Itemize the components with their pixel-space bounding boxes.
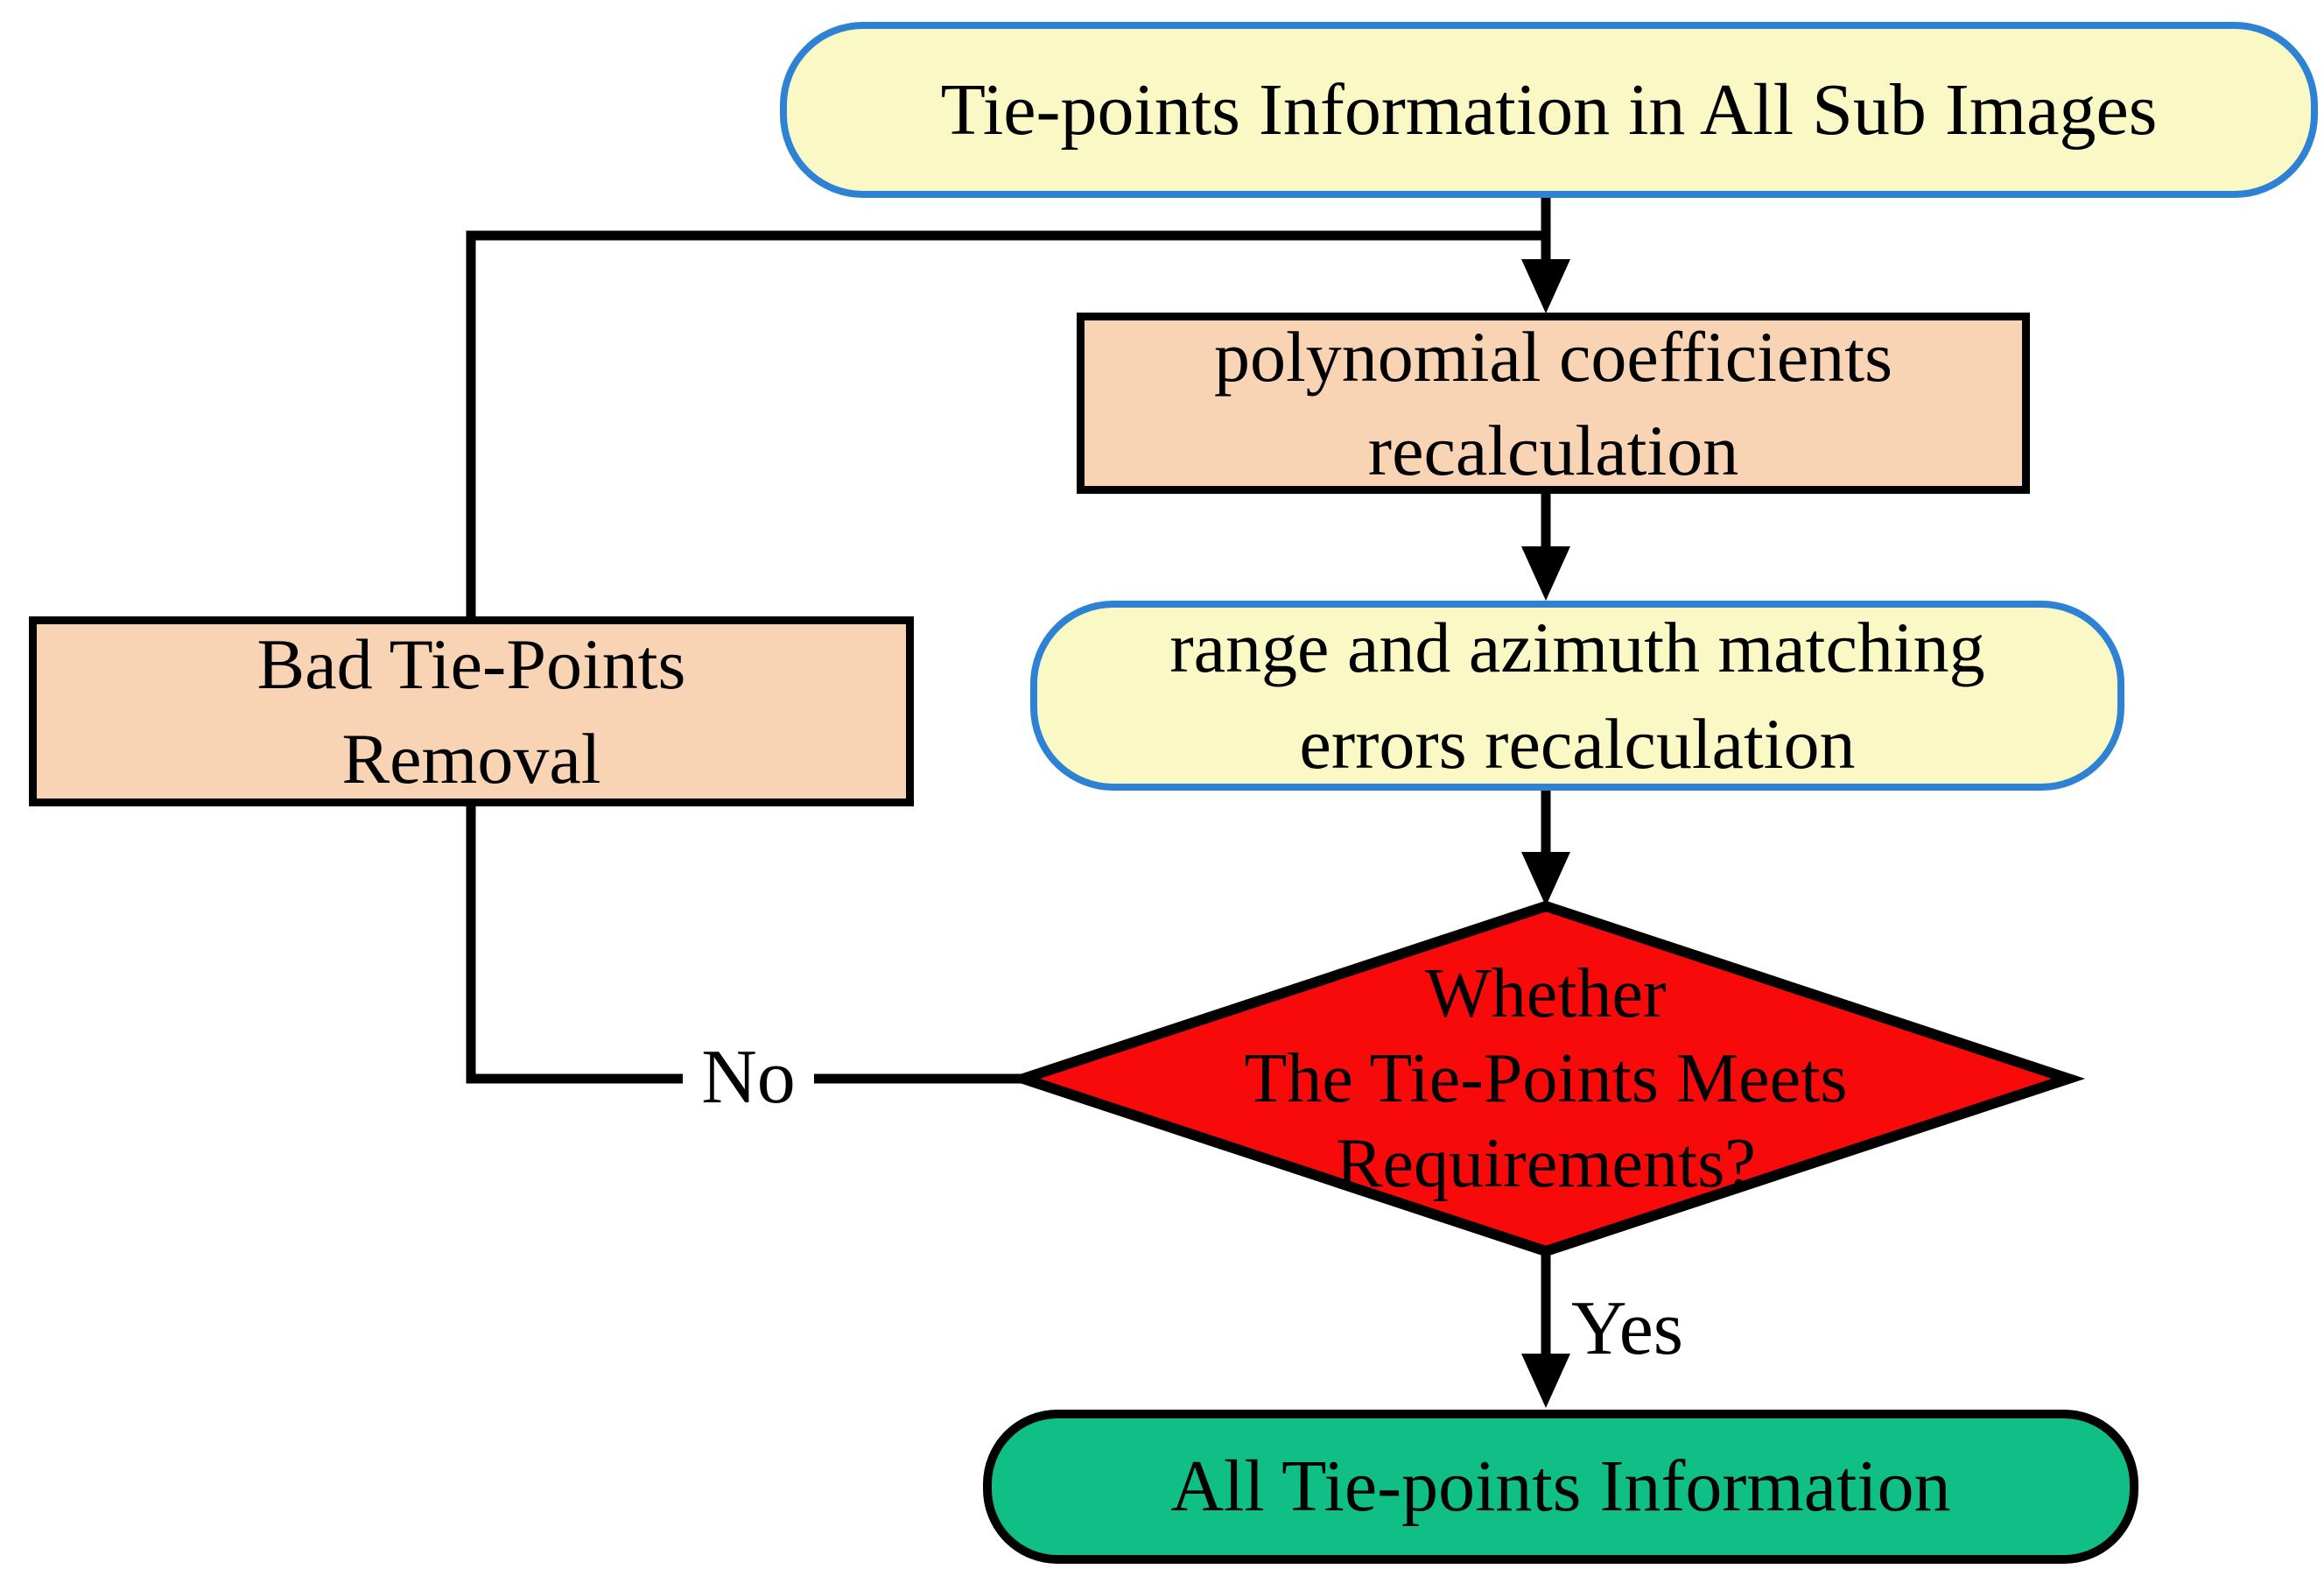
node-bad-tie-points-removal: Bad Tie-Points Removal <box>29 616 914 806</box>
arrowhead-into-decision <box>1521 852 1570 906</box>
decision-label-line3: Requirements? <box>1336 1124 1756 1202</box>
node-tie-points-input-label: Tie-points Information in All Sub Images <box>940 68 2158 151</box>
decision-label-line2: The Tie-Points Meets <box>1244 1039 1848 1117</box>
decision-label-line1: Whether <box>1425 954 1667 1032</box>
arrowhead-into-range <box>1521 546 1570 601</box>
node-range-azimuth-errors-line2: errors recalculation <box>1299 703 1856 784</box>
node-range-azimuth-errors: range and azimuth matching errors recalc… <box>1030 601 2124 791</box>
decision-diamond-label: Whether The Tie-Points Meets Requirement… <box>1021 951 2071 1207</box>
node-bad-tie-points-removal-line2: Removal <box>341 718 601 799</box>
node-polynomial-recalculation-line2: recalculation <box>1367 410 1739 490</box>
arrowhead-into-output <box>1521 1354 1570 1408</box>
node-bad-tie-points-removal-line1: Bad Tie-Points <box>256 623 686 704</box>
node-all-tie-points-output: All Tie-points Information <box>983 1410 2138 1564</box>
node-all-tie-points-output-label: All Tie-points Information <box>1170 1446 1951 1528</box>
node-polynomial-recalculation: polynomial coefficients recalculation <box>1077 313 2030 494</box>
edge-label-no: No <box>683 1031 814 1125</box>
node-range-azimuth-errors-line1: range and azimuth matching <box>1169 607 1985 687</box>
edge-label-yes: Yes <box>1571 1286 1684 1371</box>
node-polynomial-recalculation-line1: polynomial coefficients <box>1214 316 1892 397</box>
arrowhead-into-poly <box>1521 259 1570 313</box>
node-tie-points-input: Tie-points Information in All Sub Images <box>780 22 2318 198</box>
